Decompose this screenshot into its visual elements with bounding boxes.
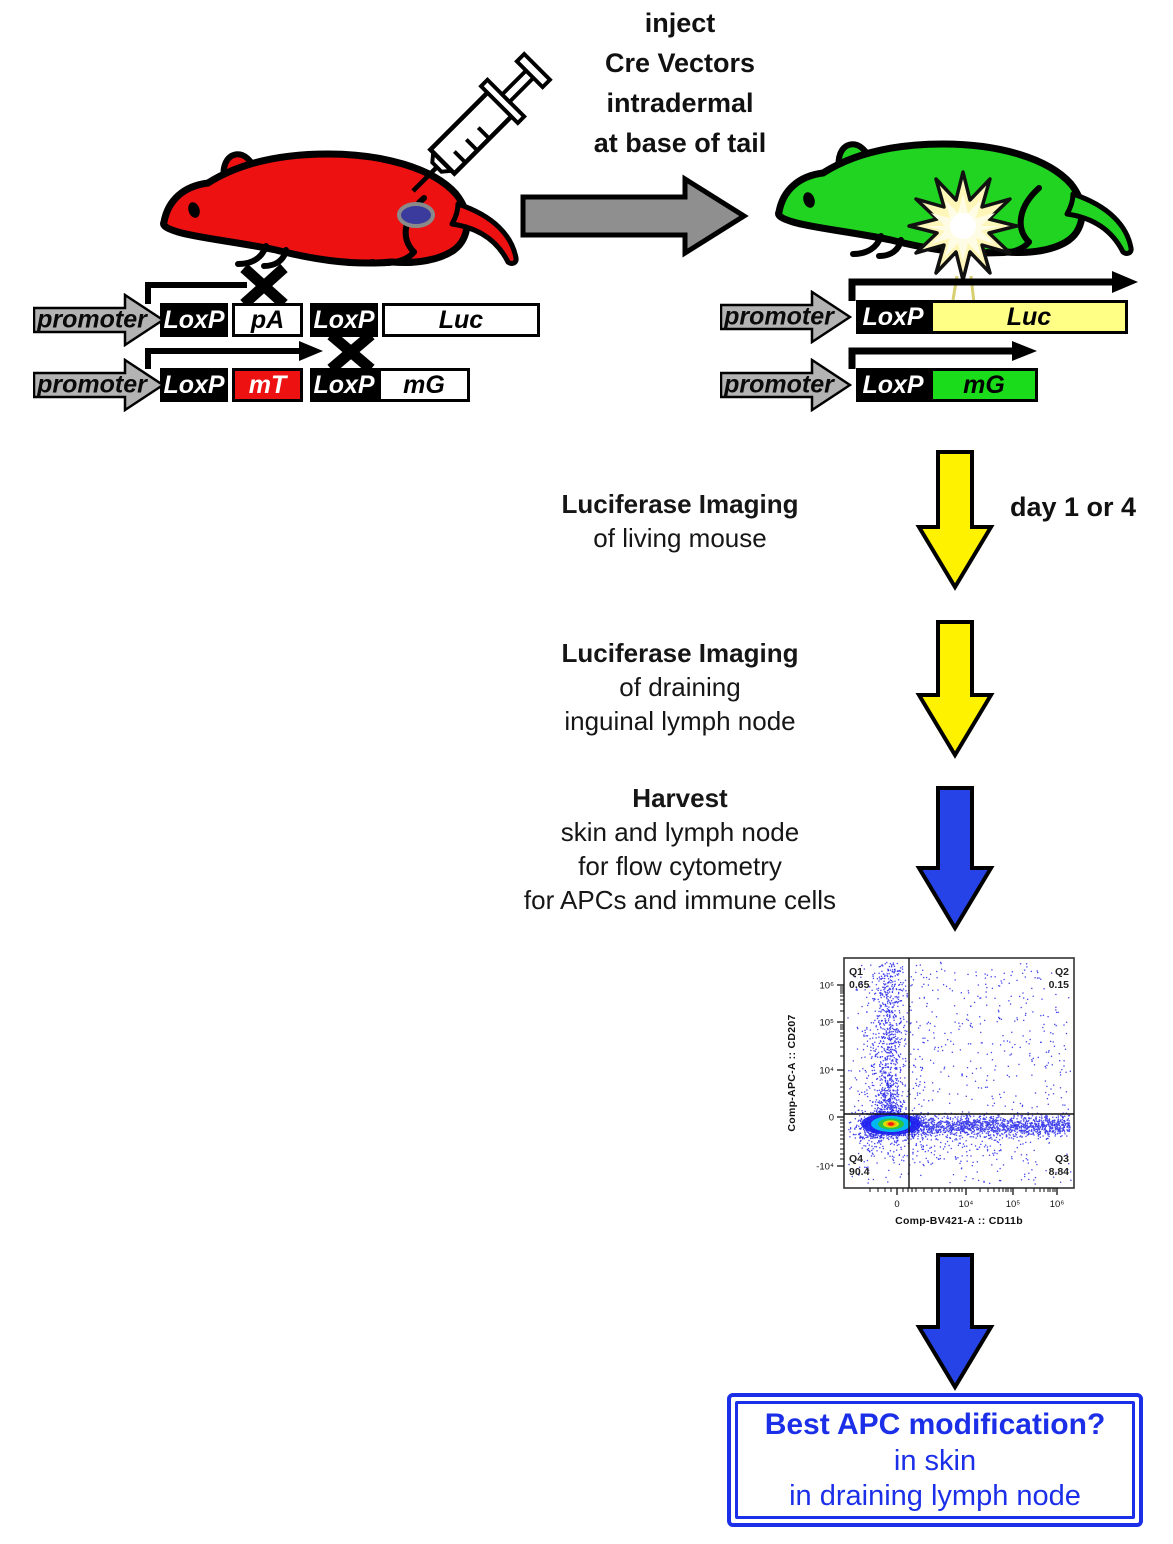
promoter-label: promoter (37, 305, 147, 334)
mt-box: mT (232, 368, 303, 402)
red-mouse-ear (220, 151, 260, 201)
promoter-label: promoter (724, 370, 834, 399)
red-mouse-body (160, 150, 471, 267)
step-title: Luciferase Imaging (561, 489, 799, 519)
red-mouse-forepaw (261, 247, 289, 269)
density-hotspot (861, 1113, 921, 1135)
svg-text:10⁵: 10⁵ (1006, 1199, 1021, 1210)
mg-box-silenced: mG (378, 368, 470, 402)
step-line: of living mouse (593, 523, 767, 553)
step-line: inguinal lymph node (564, 706, 796, 736)
cross-mark-left-bottom (327, 330, 375, 374)
quadrant-value: 0.15 (1049, 979, 1070, 991)
step-line: of draining (619, 672, 741, 702)
conclusion-box-inner: Best APC modification? in skin in draini… (735, 1401, 1135, 1519)
flow-arrow-harvest (915, 786, 995, 932)
green-mouse-tail (1064, 191, 1134, 256)
quadrant-label: Q3 (1055, 1153, 1069, 1165)
header-line: inject (644, 8, 716, 38)
step-line: skin and lymph node (560, 817, 800, 847)
svg-text:10⁶: 10⁶ (1050, 1199, 1065, 1210)
transition-arrow (520, 174, 749, 258)
header-line: intradermal (606, 88, 754, 118)
promoter-label: promoter (37, 370, 147, 399)
axis-ticks: 0 10⁴ 10⁵ 10⁶ 10⁶ 10⁵ 10⁴ 0 -10⁴ (816, 981, 1064, 1211)
loxp-box: LoxP (856, 300, 930, 334)
step-luciferase-mouse: Luciferase Imaging of living mouse (505, 487, 855, 555)
plot-frame (843, 957, 1075, 1189)
quadrant-value: 8.84 (1049, 1166, 1070, 1178)
red-mouse (160, 150, 519, 269)
header-line: Cre Vectors (604, 48, 756, 78)
green-mouse-forepaw (876, 237, 904, 259)
injection-site (397, 202, 435, 228)
svg-text:-10⁴: -10⁴ (816, 1162, 834, 1173)
loxp-box: LoxP (856, 368, 930, 402)
conclusion-box: Best APC modification? in skin in draini… (727, 1393, 1143, 1527)
red-mouse-tail (449, 201, 519, 266)
step-luciferase-lymphnode: Luciferase Imaging of draining inguinal … (505, 636, 855, 738)
pa-box: pA (232, 303, 303, 337)
quadrant-label: Q1 (849, 966, 863, 978)
quadrant-value: 0.65 (849, 979, 870, 991)
loxp-box: LoxP (310, 303, 378, 337)
svg-text:0: 0 (829, 1113, 834, 1124)
luc-box-active: Luc (930, 300, 1128, 334)
red-mouse-hindleg (402, 195, 427, 255)
flow-cytometry-plot: 0 10⁴ 10⁵ 10⁶ 10⁶ 10⁵ 10⁴ 0 -10⁴ Q1 0.65 Q2 0.15… (786, 957, 1075, 1227)
svg-text:10⁵: 10⁵ (819, 1018, 834, 1029)
step-title: Harvest (632, 783, 728, 813)
quadrant-label: Q4 (849, 1153, 863, 1165)
quadrant-label: Q2 (1055, 966, 1069, 978)
promoter-arrow-left-top: promoter (33, 293, 165, 347)
svg-text:10⁶: 10⁶ (820, 981, 835, 992)
green-mouse-foreleg (850, 233, 884, 257)
transcription-arrow-left-bottom (145, 341, 323, 369)
svg-text:0: 0 (894, 1199, 899, 1210)
x-axis-label: Comp-BV421-A :: CD11b (895, 1215, 1023, 1227)
quadrant-value: 90.4 (849, 1166, 870, 1178)
conclusion-title: Best APC modification? (764, 1408, 1106, 1441)
step-title: Luciferase Imaging (561, 638, 799, 668)
cross-mark-left-top (240, 263, 288, 309)
svg-text:10⁴: 10⁴ (819, 1066, 834, 1077)
svg-text:10⁴: 10⁴ (959, 1199, 974, 1210)
day-note: day 1 or 4 (1010, 492, 1137, 522)
promoter-arrow-right-top: promoter (720, 290, 852, 344)
header-line: at base of tail (593, 128, 767, 158)
loxp-box: LoxP (310, 368, 378, 402)
red-mouse-eye (188, 202, 200, 218)
green-mouse-eye (803, 192, 815, 208)
red-mouse-hindfoot (369, 249, 417, 267)
green-mouse-hindleg (1017, 185, 1042, 245)
y-axis-label: Comp-APC-A :: CD207 (786, 1014, 798, 1131)
red-mouse-foreleg (235, 243, 269, 267)
flow-arrow-imaging-1 (915, 450, 995, 591)
flow-arrow-conclusion (915, 1253, 995, 1391)
green-mouse-hindfoot (984, 239, 1032, 257)
conclusion-line: in draining lymph node (789, 1480, 1081, 1512)
transcription-arrow-right-bottom (848, 341, 1037, 369)
mg-box-active: mG (930, 368, 1038, 402)
promoter-arrow-right-bottom: promoter (720, 358, 852, 412)
promoter-arrow-left-bottom: promoter (33, 358, 165, 412)
step-line: for flow cytometry (578, 851, 782, 881)
step-line: for APCs and immune cells (523, 885, 837, 915)
loxp-box: LoxP (160, 303, 228, 337)
luc-box-silenced: Luc (382, 303, 540, 337)
loxp-box: LoxP (160, 368, 228, 402)
conclusion-line: in skin (893, 1445, 977, 1477)
flow-arrow-imaging-2 (915, 620, 995, 759)
starburst-icon (907, 170, 1019, 313)
promoter-label: promoter (724, 302, 834, 331)
step-harvest: Harvest skin and lymph node for flow cyt… (505, 781, 855, 917)
transcription-arrow-right-top (848, 271, 1138, 301)
injection-header: inject Cre Vectors intradermal at base o… (505, 3, 855, 163)
